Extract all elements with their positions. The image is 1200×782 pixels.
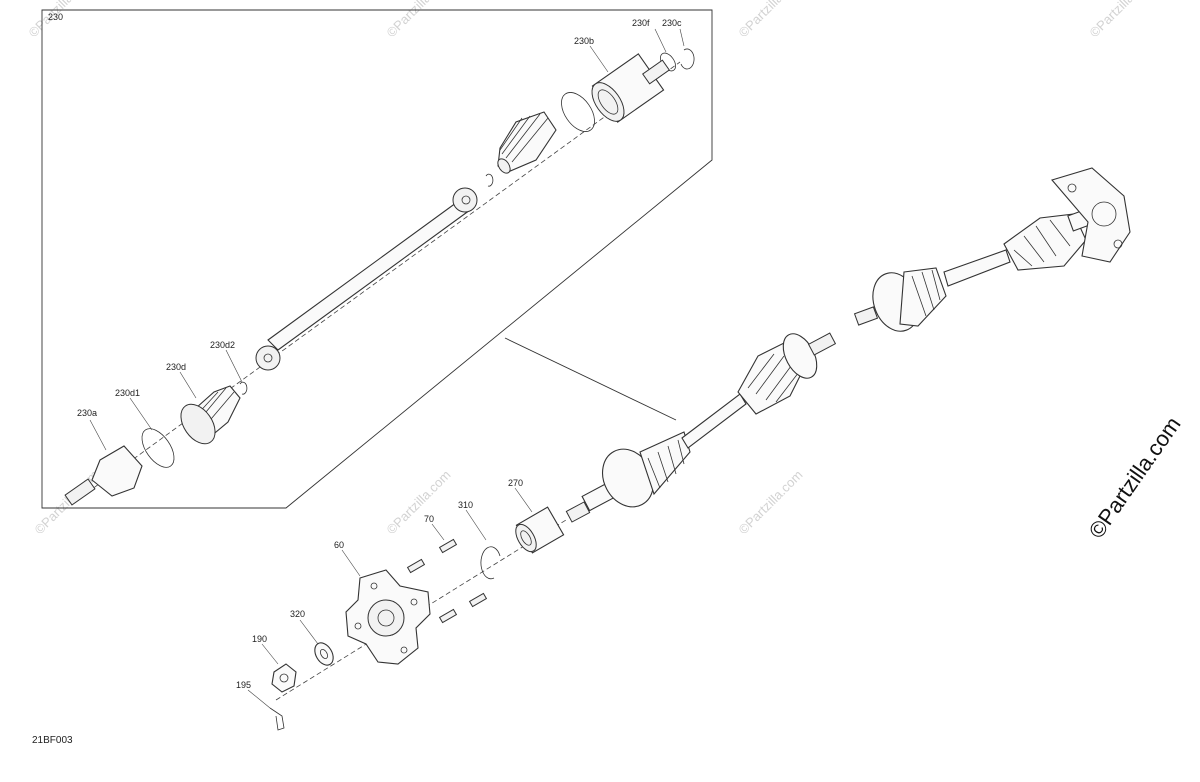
- part-230c-circlip[interactable]: [680, 48, 695, 70]
- callout-195: 195: [236, 680, 251, 690]
- callout-230a: 230a: [77, 408, 97, 418]
- part-60-wheel-hub[interactable]: [345, 569, 431, 665]
- callout-310: 310: [458, 500, 473, 510]
- callout-230d2: 230d2: [210, 340, 235, 350]
- watermark: ©Partzilla.com: [736, 0, 806, 40]
- callout-230f: 230f: [632, 18, 650, 28]
- part-270-bearing[interactable]: [512, 506, 565, 555]
- part-230-axle-shaft[interactable]: [255, 187, 478, 371]
- part-230d2-clip[interactable]: [239, 381, 248, 395]
- diagram-code: 21BF003: [32, 735, 73, 746]
- callout-leaders: [89, 28, 685, 709]
- part-outer-boot[interactable]: [495, 111, 557, 175]
- callout-labels: 230 230f 230c 230b 230d2 230d 230d1 230a…: [48, 12, 682, 690]
- half-shaft-assembly[interactable]: [853, 167, 1131, 338]
- part-230d1-clamp[interactable]: [136, 423, 181, 473]
- callout-230d1: 230d1: [115, 388, 140, 398]
- callout-190: 190: [252, 634, 267, 644]
- watermark: ©Partzilla.com: [384, 0, 454, 40]
- watermark: ©Partzilla.com: [384, 467, 454, 537]
- callout-60: 60: [334, 540, 344, 550]
- callout-270: 270: [508, 478, 523, 488]
- callout-230c: 230c: [662, 18, 682, 28]
- watermark: ©Partzilla.com: [736, 467, 806, 537]
- part-190-nut[interactable]: [271, 663, 297, 693]
- part-70-bolts[interactable]: [406, 538, 488, 624]
- part-230d-inner-boot[interactable]: [174, 385, 241, 450]
- callout-70: 70: [424, 514, 434, 524]
- callout-230b: 230b: [574, 36, 594, 46]
- part-230a-inner-cv-housing[interactable]: [64, 445, 143, 506]
- callout-230: 230: [48, 12, 63, 22]
- assembled-drive-shaft[interactable]: [565, 328, 837, 523]
- part-outer-boot-clamp[interactable]: [555, 87, 602, 138]
- brand-watermark: ©Partzilla.com: [1084, 412, 1186, 543]
- part-310-circlip[interactable]: [480, 546, 501, 580]
- callout-320: 320: [290, 609, 305, 619]
- part-195-cotter-pin[interactable]: [269, 707, 285, 731]
- part-tripod-clip[interactable]: [485, 173, 494, 187]
- frame-connector-line: [504, 337, 677, 421]
- exploded-view-frame: [41, 9, 713, 509]
- part-320-washer[interactable]: [311, 640, 337, 669]
- watermark: ©Partzilla.com: [1087, 0, 1157, 40]
- callout-230d: 230d: [166, 362, 186, 372]
- part-230b-outer-cv-joint[interactable]: [586, 53, 670, 127]
